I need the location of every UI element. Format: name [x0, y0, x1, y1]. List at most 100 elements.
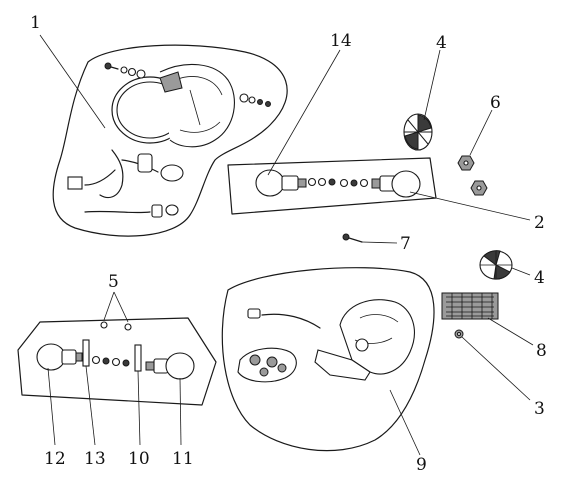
washer	[120, 66, 128, 74]
turn-signal-lens-left	[255, 169, 285, 197]
leader-line-5a	[103, 291, 115, 321]
leader-line-12	[47, 367, 56, 446]
reflector-pattern	[480, 251, 512, 279]
callout-4-right: 4	[534, 268, 545, 288]
turn-signal-stem-right	[371, 178, 381, 189]
taillight-wire	[261, 313, 321, 329]
callout-11: 11	[172, 449, 194, 469]
rear-signal-lens-right	[165, 352, 195, 380]
turn-signal-lens-right	[391, 170, 421, 198]
taillight-group-outline	[221, 267, 435, 452]
screw-head	[104, 62, 112, 70]
lens-bulb-socket	[277, 363, 287, 373]
rear-signal-group-outline	[17, 317, 217, 406]
position-lamp-bulb	[165, 204, 179, 216]
washer	[248, 96, 256, 104]
callout-labels: 1 14 4 6 2 7 4 5 8 3 12 13 10 11 9	[30, 13, 547, 475]
signal-bracket-left	[82, 339, 90, 367]
washer	[339, 178, 349, 188]
rear-signal-stem-right	[145, 361, 155, 371]
leader-line-11	[179, 377, 182, 446]
position-lamp-socket	[151, 204, 163, 218]
small-nut	[100, 321, 108, 329]
leader-line-5b	[113, 291, 129, 323]
taillight-assembly-group	[221, 267, 435, 456]
small-nut-part	[454, 329, 531, 401]
leader-line-13	[85, 365, 96, 446]
washer	[359, 178, 369, 188]
taillight-lens-plate	[237, 347, 297, 383]
leader-line-4-top	[423, 49, 441, 121]
leader-line-7	[361, 241, 398, 244]
nut	[350, 179, 358, 187]
nut	[265, 101, 271, 107]
screw-head	[342, 233, 350, 241]
taillight-bulb	[355, 338, 369, 352]
reflector-segment	[493, 264, 511, 280]
headlight-assembly-group	[39, 34, 288, 237]
round-reflector-top	[403, 49, 441, 151]
callout-2: 2	[534, 213, 545, 233]
washer	[239, 93, 249, 103]
nut	[257, 99, 263, 105]
leader-line-2	[409, 191, 531, 221]
reflector-segment	[404, 131, 419, 150]
nuts-group	[457, 109, 493, 196]
small-nut	[124, 323, 132, 331]
lens-bulb-socket	[266, 356, 278, 368]
headlight-bulb	[160, 164, 184, 182]
leader-line-8	[487, 317, 534, 346]
washer	[127, 67, 137, 77]
rear-signal-stem-left	[75, 352, 83, 362]
callout-4: 4	[436, 33, 447, 53]
callout-12: 12	[44, 449, 66, 469]
callout-1: 1	[30, 13, 41, 33]
rear-signal-lens-left	[36, 343, 66, 371]
callout-7: 7	[400, 234, 411, 254]
callout-5: 5	[108, 272, 119, 292]
washer	[111, 357, 121, 367]
screw-part	[342, 233, 398, 244]
screw-shaft	[110, 66, 119, 70]
callout-10: 10	[128, 449, 150, 469]
hex-nut-hole	[476, 185, 482, 191]
signal-bracket-right	[134, 344, 142, 372]
leader-line-14	[267, 49, 341, 176]
washer	[136, 69, 146, 79]
bulb-socket	[137, 153, 153, 173]
callout-6: 6	[490, 93, 501, 113]
rear-turn-signal-group	[17, 291, 217, 446]
turn-signal-stem-left	[297, 178, 307, 188]
wire-connector	[247, 308, 261, 319]
leader-line-3	[461, 336, 531, 401]
front-turn-signal-group	[227, 49, 531, 221]
nut	[122, 359, 130, 367]
callout-9: 9	[416, 455, 427, 475]
headlight-group-outline	[52, 44, 288, 237]
turn-signal-body-left	[281, 175, 299, 191]
washer	[317, 177, 327, 187]
nut	[328, 178, 336, 186]
leader-line-4-right	[511, 267, 531, 276]
callout-8: 8	[536, 341, 547, 361]
leader-line-6	[469, 109, 493, 156]
washer	[91, 355, 101, 365]
leader-line-9	[389, 389, 421, 456]
nut	[102, 357, 110, 365]
leader-line-1	[39, 34, 106, 129]
washer	[307, 177, 317, 187]
headlight-bracket	[159, 71, 183, 93]
rectangular-reflector	[441, 292, 534, 346]
lens-bulb-socket	[249, 354, 261, 366]
license-bracket	[314, 349, 371, 381]
callout-14: 14	[330, 31, 352, 51]
small-nut-hole	[456, 331, 462, 337]
screw-shaft	[348, 237, 363, 243]
callout-3: 3	[534, 399, 545, 419]
rect-reflector-texture	[446, 293, 494, 319]
reflector-segment	[417, 114, 432, 133]
lens-bulb-socket	[259, 367, 269, 377]
connector-block	[67, 176, 83, 190]
wiring-lead	[84, 210, 151, 214]
